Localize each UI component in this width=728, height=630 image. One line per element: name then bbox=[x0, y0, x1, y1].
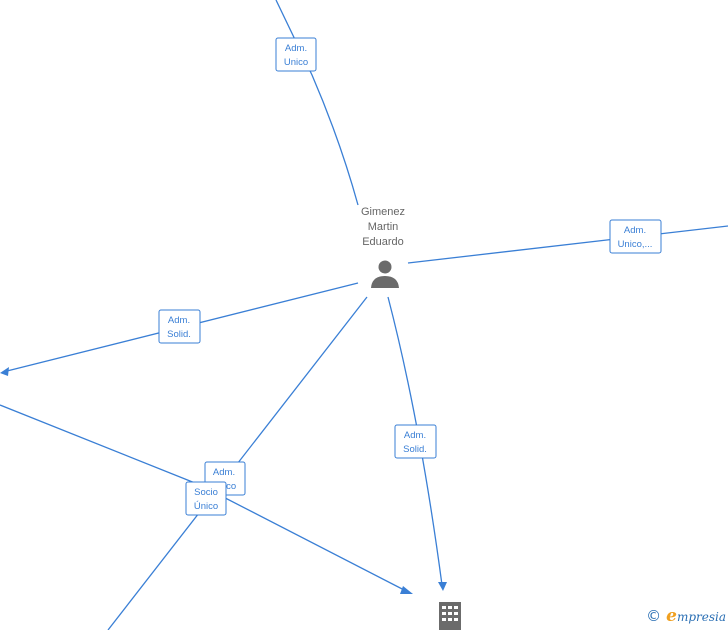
edge-label-mid-front-line-2: Único bbox=[194, 501, 218, 512]
edge-label-mid-front-line-1: Socio bbox=[194, 487, 218, 498]
building-icon[interactable] bbox=[439, 602, 461, 630]
brand-logo[interactable]: empresia bbox=[666, 606, 726, 626]
edge-label-mid-back-line-1: Adm. bbox=[213, 467, 235, 478]
arrowhead-bottom bbox=[438, 582, 447, 591]
edge-label-left[interactable]: Adm. Solid. bbox=[158, 309, 201, 344]
edge-label-right[interactable]: Adm. Unico,... bbox=[609, 219, 662, 254]
edge-label-bottom[interactable]: Adm. Solid. bbox=[394, 424, 437, 459]
person-name-line-2: Martin bbox=[368, 221, 399, 233]
edge-label-top-line-2: Unico bbox=[284, 57, 308, 68]
edge-label-left-line-2: Solid. bbox=[167, 329, 191, 340]
arrowhead-left bbox=[0, 367, 9, 376]
person-name-line-3: Eduardo bbox=[362, 236, 404, 248]
edge-label-bottom-line-1: Adm. bbox=[404, 430, 426, 441]
edge-label-top-line-1: Adm. bbox=[285, 43, 307, 54]
edge-label-mid-front[interactable]: Socio Único bbox=[185, 481, 227, 516]
footer-brand: © empresia bbox=[646, 606, 726, 626]
edge-label-right-line-1: Adm. bbox=[624, 225, 646, 236]
person-icon bbox=[371, 260, 399, 288]
person-node[interactable]: Gimenez Martin Eduardo bbox=[361, 206, 405, 288]
edge-label-right-line-2: Unico,... bbox=[618, 239, 653, 250]
edge-label-top[interactable]: Adm. Unico bbox=[275, 37, 317, 72]
edge-top bbox=[275, 0, 359, 206]
brand-logo-rest: mpresia bbox=[676, 610, 726, 624]
copyright-icon: © bbox=[646, 607, 662, 625]
edge-mid-front bbox=[0, 404, 411, 594]
person-name-line-1: Gimenez bbox=[361, 206, 405, 218]
edge-right bbox=[407, 225, 728, 264]
edge-label-left-line-1: Adm. bbox=[168, 315, 190, 326]
arrowhead-mid-front bbox=[400, 586, 413, 594]
brand-logo-initial: e bbox=[666, 606, 677, 626]
edge-label-bottom-line-2: Solid. bbox=[403, 444, 427, 455]
